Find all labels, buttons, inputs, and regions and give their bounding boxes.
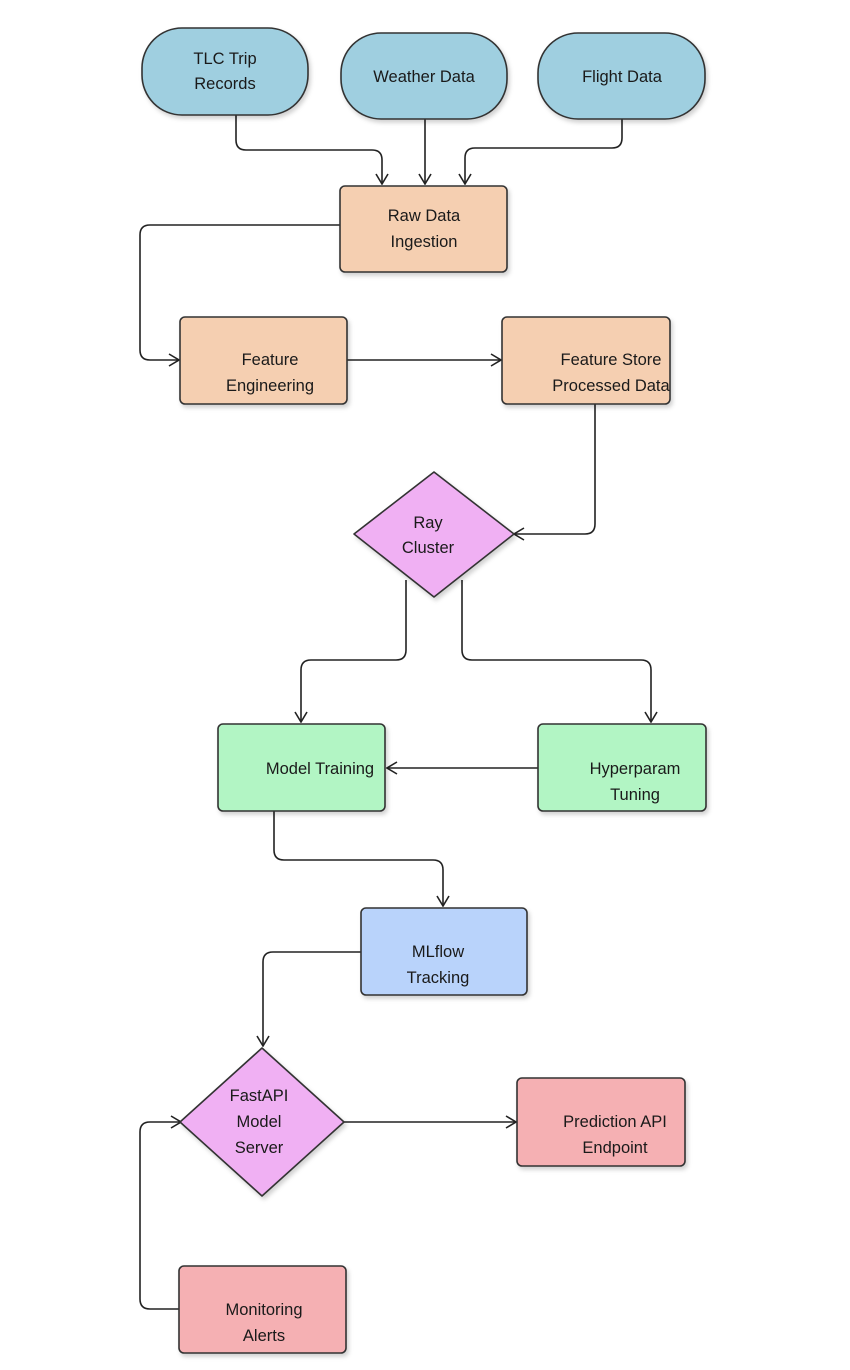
node-label: Monitoring: [225, 1301, 302, 1319]
node-label: Alerts: [243, 1327, 285, 1345]
edge-raw-to-feature-eng: [139, 224, 340, 360]
node-label: Cluster: [402, 539, 455, 557]
edge-monitoring-to-fastapi: [139, 1122, 181, 1310]
node-fastapi-model-server[interactable]: FastAPI Model Server: [179, 1047, 345, 1197]
node-mlflow-tracking[interactable]: MLflow Tracking: [360, 907, 528, 996]
node-label: Model Training: [266, 760, 374, 778]
node-label: Records: [194, 75, 255, 93]
edge-store-to-ray: [514, 404, 596, 534]
node-label: Ray: [413, 514, 443, 532]
node-label: MLflow: [412, 943, 464, 961]
node-label: Hyperparam: [590, 760, 681, 778]
node-flight-data[interactable]: Flight Data: [537, 32, 706, 120]
node-label: Flight Data: [582, 68, 663, 86]
node-label: Feature: [242, 351, 299, 369]
node-tlc-trip-records[interactable]: TLC Trip Records: [141, 27, 309, 116]
node-label: Server: [235, 1139, 284, 1157]
node-label: Feature Store: [561, 351, 662, 369]
node-weather-data[interactable]: Weather Data: [340, 32, 508, 120]
node-raw-data-ingestion[interactable]: Raw Data Ingestion: [339, 185, 508, 273]
node-label: Ingestion: [391, 233, 458, 251]
node-label: Tracking: [407, 969, 470, 987]
node-monitoring-alerts[interactable]: Monitoring Alerts: [178, 1265, 347, 1354]
node-ray-cluster[interactable]: Ray Cluster: [353, 471, 515, 598]
node-label: Endpoint: [582, 1139, 648, 1157]
edge-ray-to-training: [301, 580, 407, 722]
edge-training-to-mlflow: [273, 811, 443, 906]
node-feature-store[interactable]: Feature Store Processed Data: [501, 316, 671, 405]
node-label: Tuning: [610, 786, 660, 804]
node-model-training[interactable]: Model Training: [217, 723, 386, 812]
node-feature-engineering[interactable]: Feature Engineering: [179, 316, 348, 405]
node-label: Weather Data: [373, 68, 475, 86]
node-label: TLC Trip: [193, 50, 256, 68]
node-label: FastAPI: [230, 1087, 289, 1105]
node-label: Processed Data: [552, 377, 670, 395]
edge-mlflow-to-fastapi: [263, 951, 361, 1046]
node-prediction-api-endpoint[interactable]: Prediction API Endpoint: [516, 1077, 686, 1167]
edge-ray-to-hyperparam: [461, 580, 651, 722]
node-label: Model: [237, 1113, 282, 1131]
node-label: Engineering: [226, 377, 314, 395]
node-hyperparam-tuning[interactable]: Hyperparam Tuning: [537, 723, 707, 812]
edge-flight-to-raw: [465, 119, 623, 184]
node-label: Raw Data: [388, 207, 461, 225]
edge-tlc-to-raw: [235, 115, 382, 184]
node-label: Prediction API: [563, 1113, 667, 1131]
